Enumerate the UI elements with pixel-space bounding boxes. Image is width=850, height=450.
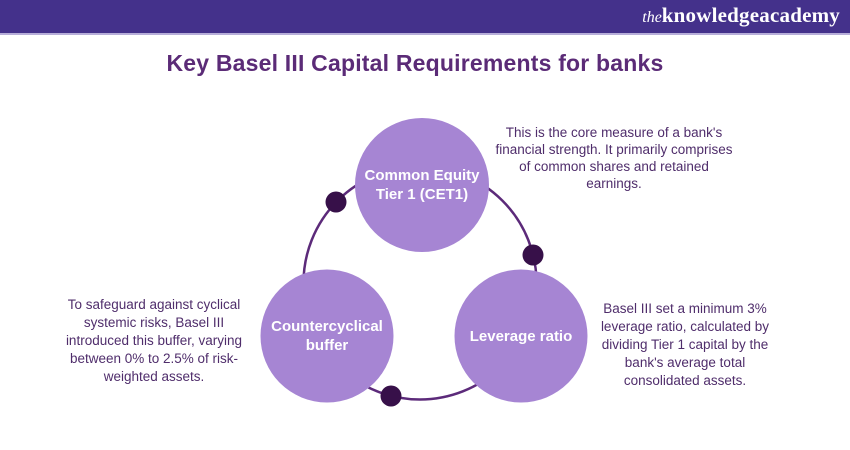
ring-dot-left: [325, 191, 347, 213]
page-title: Key Basel III Capital Requirements for b…: [166, 50, 664, 76]
cet1-circle: [355, 118, 489, 252]
brand-logo: theknowledgeacademy: [642, 0, 840, 35]
cet1-label: Common Equity Tier 1 (CET1): [364, 167, 480, 203]
cet1-description: This is the core measure of a bank's fin…: [495, 125, 733, 191]
countercyclical-buffer-description: To safeguard against cyclical systemic r…: [65, 297, 243, 384]
brand-logo-the: the: [642, 9, 662, 26]
countercyclical-buffer-circle: [260, 269, 394, 403]
leverage-ratio-description: Basel III set a minimum 3% leverage rati…: [600, 301, 770, 388]
brand-logo-knowledge: knowledge: [661, 3, 760, 27]
ring-dot-bottom: [380, 385, 402, 407]
header-bar: theknowledgeacademy: [0, 0, 850, 35]
brand-logo-academy: academy: [759, 3, 840, 27]
leverage-ratio-label: Leverage ratio: [469, 327, 573, 345]
countercyclical-buffer-label: Countercyclical buffer: [271, 318, 383, 354]
leverage-ratio-circle: [454, 269, 588, 403]
ring-dot-right: [522, 244, 544, 266]
